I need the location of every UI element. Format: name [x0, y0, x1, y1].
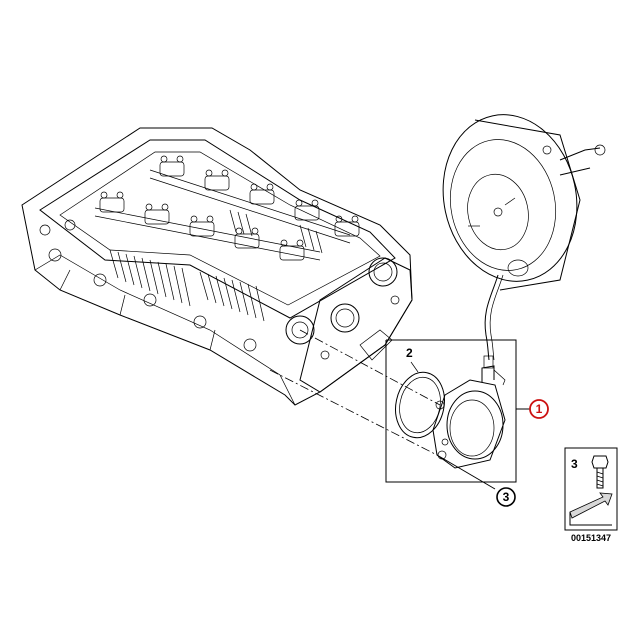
cam-bore-intake — [368, 257, 398, 287]
callout-3-label: 3 — [503, 490, 510, 504]
cylinder-head-illustration — [21, 127, 413, 406]
cam-bore-exhaust — [330, 303, 360, 333]
brake-booster-illustration — [442, 114, 606, 291]
head-bolt-bosses — [39, 219, 257, 352]
legend-box: 3 — [564, 447, 618, 531]
vacuum-pump-mount-bore — [285, 315, 315, 345]
legend-bolt-number: 3 — [571, 457, 578, 471]
gasket-o-ring — [395, 361, 445, 439]
callout-1[interactable]: 1 — [529, 399, 549, 419]
callout-3[interactable]: 3 — [496, 487, 516, 507]
cap-bolts — [100, 155, 359, 247]
part-group-frame — [385, 339, 530, 483]
assembly-lines — [269, 329, 496, 490]
callout-2: 2 — [406, 346, 413, 360]
vacuum-hose — [484, 274, 499, 361]
vacuum-pump — [432, 355, 506, 469]
bolt-icon — [591, 455, 609, 489]
callout-2-label: 2 — [406, 346, 413, 360]
valve-springs — [109, 209, 323, 322]
arrow-symbol-icon — [569, 492, 613, 526]
bearing-caps — [99, 161, 360, 261]
diagram-id: 00151347 — [571, 533, 611, 543]
callout-1-label: 1 — [536, 402, 543, 416]
